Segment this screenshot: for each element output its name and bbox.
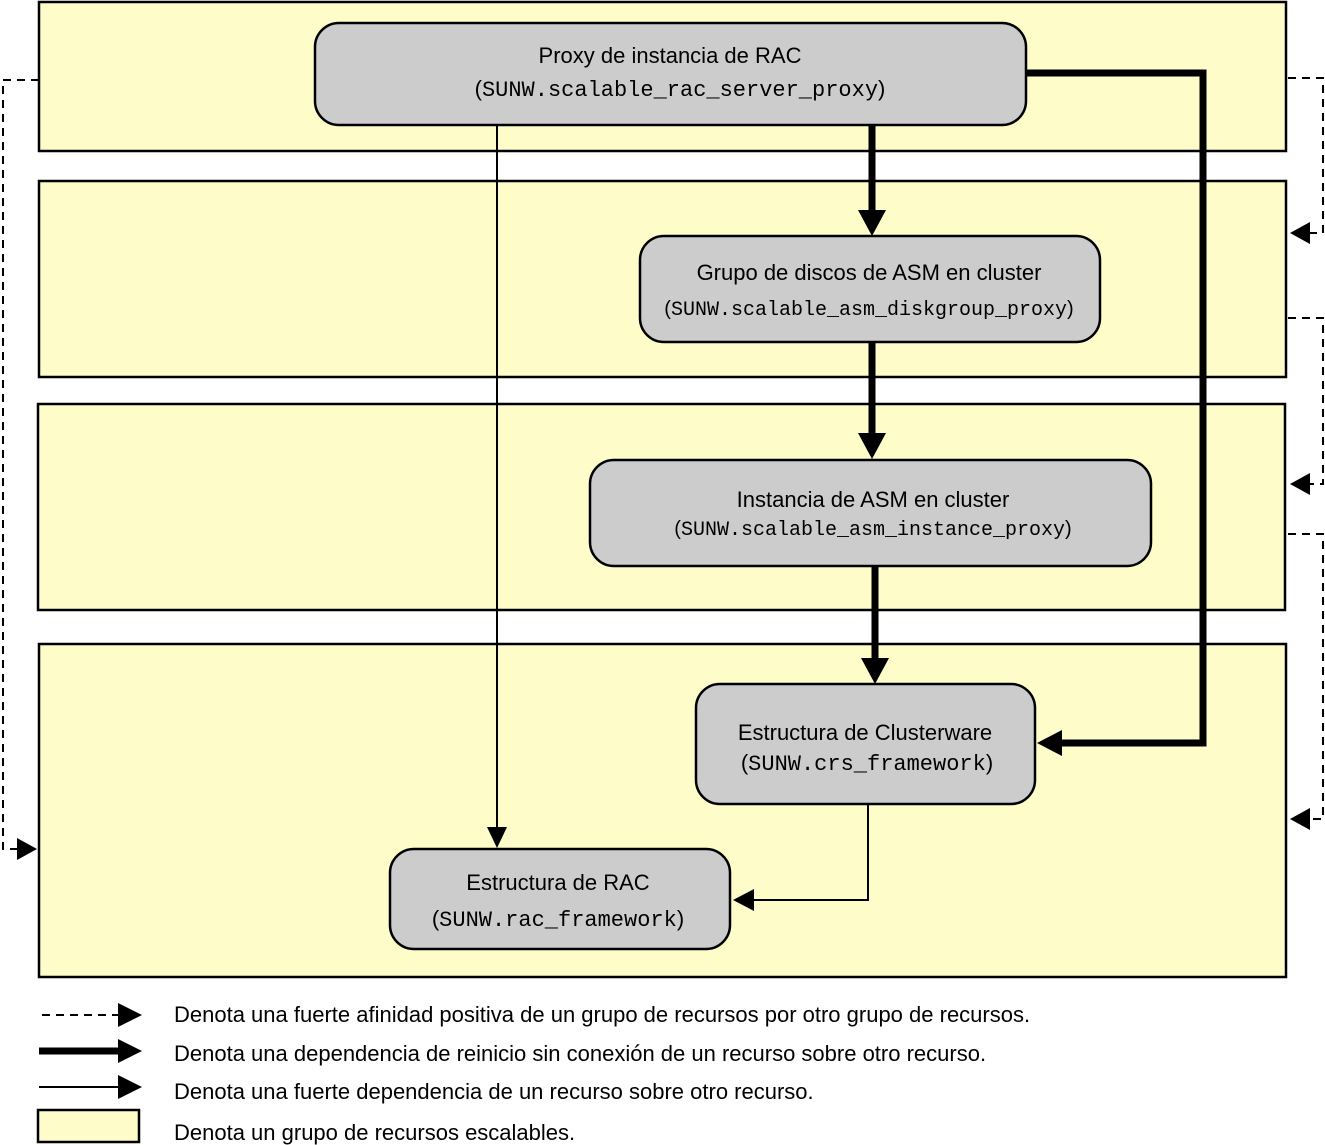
legend-affinity-label: Denota una fuerte afinidad positiva de u… — [174, 1002, 1030, 1027]
legend-scalable-group-label: Denota un grupo de recursos escalables. — [174, 1120, 575, 1145]
affinity-arrow-left — [2, 79, 39, 850]
node-rac-framework-type: (SUNW.rac_framework) — [432, 906, 684, 933]
node-asm-instance-title: Instancia de ASM en cluster — [737, 487, 1010, 512]
legend: Denota una fuerte afinidad positiva de u… — [36, 1002, 1030, 1145]
legend-offline-restart-label: Denota una dependencia de reinicio sin c… — [174, 1041, 986, 1066]
node-rac-framework-title: Estructura de RAC — [466, 870, 650, 895]
node-crs-framework-type: (SUNW.crs_framework) — [741, 750, 993, 777]
node-rac-framework: Estructura de RAC (SUNW.rac_framework) — [388, 847, 732, 951]
node-asm-instance: Instancia de ASM en cluster (SUNW.scalab… — [588, 458, 1153, 568]
offline-restart-arrows — [868, 69, 1207, 747]
strong-dependency-arrowheads — [487, 827, 754, 911]
legend-strong-dependency: Denota una fuerte dependencia de un recu… — [39, 1075, 814, 1104]
affinity-arrowheads-right — [1290, 222, 1310, 830]
offline-restart-arrowheads — [858, 210, 1062, 756]
node-asm-diskgroup: Grupo de discos de ASM en cluster (SUNW.… — [638, 234, 1102, 344]
node-asm-diskgroup-title: Grupo de discos de ASM en cluster — [697, 260, 1042, 285]
affinity-arrows-right — [1288, 77, 1324, 820]
node-asm-diskgroup-type: (SUNW.scalable_asm_diskgroup_proxy) — [664, 298, 1073, 322]
node-rac-proxy-type: (SUNW.scalable_rac_server_proxy) — [475, 76, 886, 103]
legend-offline-restart: Denota una dependencia de reinicio sin c… — [39, 1039, 986, 1066]
node-rac-proxy: Proxy de instancia de RAC (SUNW.scalable… — [313, 21, 1028, 127]
legend-affinity: Denota una fuerte afinidad positiva de u… — [42, 1002, 1030, 1027]
affinity-arrowhead-left — [17, 838, 37, 860]
strong-dependency-arrows — [496, 126, 869, 901]
node-crs-framework-title: Estructura de Clusterware — [738, 720, 992, 745]
node-crs-framework: Estructura de Clusterware (SUNW.crs_fram… — [694, 682, 1037, 806]
legend-scalable-group: Denota un grupo de recursos escalables. — [36, 1108, 575, 1145]
node-asm-instance-type: (SUNW.scalable_asm_instance_proxy) — [674, 518, 1071, 542]
legend-strong-dependency-label: Denota una fuerte dependencia de un recu… — [174, 1079, 814, 1104]
node-rac-proxy-title: Proxy de instancia de RAC — [539, 43, 802, 68]
